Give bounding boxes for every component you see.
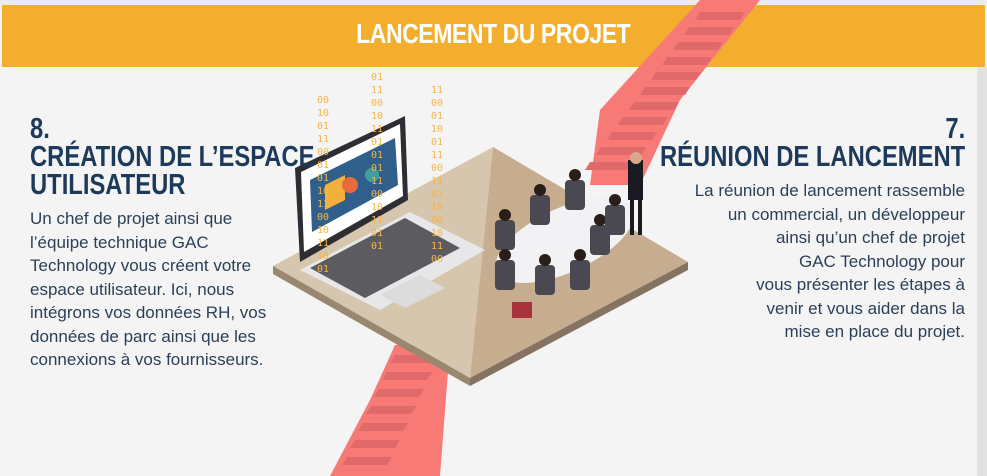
binary-digit: 01 (371, 137, 383, 148)
banner (2, 5, 985, 67)
top-border (0, 0, 987, 5)
binary-digit: 01 (431, 137, 443, 148)
binary-digit: 00 (431, 254, 443, 265)
right-step-number: 7. (945, 113, 965, 145)
binary-digit: 11 (431, 241, 443, 252)
binary-digit: 10 (317, 108, 329, 119)
left-step-heading: 8. CRÉATION DE L’ESPACE UTILISATEUR (30, 113, 315, 201)
person (534, 184, 546, 196)
binary-digit: 01 (371, 241, 383, 252)
stair-step (382, 372, 432, 380)
stairs-top (585, 0, 760, 185)
binary-digit: 01 (431, 189, 443, 200)
body-line: venir et vous aider dans la (766, 298, 965, 318)
binary-digit: 01 (317, 264, 329, 275)
stair-step (673, 42, 723, 50)
binary-digit: 01 (317, 173, 329, 184)
chair (605, 205, 625, 235)
binary-digit: 10 (371, 202, 383, 213)
stair-step (358, 423, 408, 431)
binary-digit: 11 (431, 85, 443, 96)
person (574, 249, 586, 261)
binary-digit: 11 (431, 150, 443, 161)
binary-digit: 00 (431, 163, 443, 174)
binary-digit: 01 (431, 111, 443, 122)
binary-digit: 01 (371, 72, 383, 83)
left-step-title-line1: CRÉATION DE L’ESPACE (30, 141, 315, 173)
person (594, 214, 606, 226)
binary-digit: 11 (317, 199, 329, 210)
left-step-number: 8. (30, 113, 50, 145)
binary-digit: 11 (371, 85, 383, 96)
stair-step (695, 12, 745, 20)
stair-step (374, 389, 424, 397)
chair (495, 220, 515, 250)
stair-step (629, 102, 679, 110)
laptop (295, 116, 485, 310)
stair-step (684, 27, 734, 35)
person (609, 194, 621, 206)
binary-digit: 11 (371, 176, 383, 187)
binary-digit: 01 (317, 121, 329, 132)
left-step-body: Un chef de projet ainsi que l’équipe tec… (30, 209, 267, 369)
stair-step (640, 87, 690, 95)
stair-step (585, 162, 635, 170)
left-step-title-line2: UTILISATEUR (30, 169, 186, 201)
person (499, 209, 511, 221)
right-step-body: La réunion de lancement rassemble un com… (665, 179, 965, 344)
chair (590, 225, 610, 255)
binary-digit: 11 (317, 238, 329, 249)
stair-step (607, 132, 657, 140)
body-line: La réunion de lancement rassemble (694, 181, 965, 200)
binary-digit: 10 (317, 186, 329, 197)
binary-digit: 00 (317, 147, 329, 158)
binary-digit: 11 (431, 176, 443, 187)
binary-digit: 01 (317, 160, 329, 171)
banner-title: LANCEMENT DU PROJET (356, 18, 631, 49)
chair (565, 180, 585, 210)
stair-step (366, 406, 416, 414)
meeting-table (495, 152, 643, 318)
right-step-heading: 7. RÉUNION DE LANCEMENT (659, 113, 965, 173)
binary-digit: 01 (371, 228, 383, 239)
binary-digit: 11 (371, 215, 383, 226)
chair (530, 195, 550, 225)
binary-digit: 10 (317, 251, 329, 262)
right-step-title: RÉUNION DE LANCEMENT (659, 141, 965, 173)
binary-digit: 00 (371, 189, 383, 200)
person (499, 249, 511, 261)
person (569, 169, 581, 181)
binary-digit: 01 (371, 163, 383, 174)
person (539, 254, 551, 266)
binary-code: 00 10 01 11 00 01 01 10 11 00 10 11 10 01 01 11 00 10 11 01… (317, 72, 443, 275)
binary-digit: 00 (317, 95, 329, 106)
binary-digit: 10 (317, 225, 329, 236)
body-line: ainsi qu’un chef de projet (775, 228, 965, 247)
binary-digit: 11 (317, 134, 329, 145)
body-line: GAC Technology pour (798, 251, 965, 271)
binary-digit: 01 (371, 150, 383, 161)
stair-step (350, 440, 400, 448)
stair-step (618, 117, 668, 125)
body-line: un commercial, un développeur (727, 204, 965, 224)
body-line: mise en place du projet. (784, 322, 966, 341)
stair-step (662, 57, 712, 65)
binary-digit: 10 (431, 124, 443, 135)
binary-digit: 10 (431, 202, 443, 213)
chair (495, 260, 515, 290)
stair-step (342, 457, 392, 465)
scrollbar[interactable] (977, 67, 987, 476)
binary-digit: 11 (371, 124, 383, 135)
stairs-bottom (330, 345, 450, 476)
binary-digit: 00 (431, 98, 443, 109)
body-line: vous présenter les étapes à (756, 275, 965, 294)
stair-step (651, 72, 701, 80)
chair (535, 265, 555, 295)
binary-digit: 00 (317, 212, 329, 223)
binary-digit: 00 (371, 98, 383, 109)
chair (570, 260, 590, 290)
binary-digit: 00 (431, 215, 443, 226)
binary-digit: 10 (371, 111, 383, 122)
binary-digit: 10 (431, 228, 443, 239)
